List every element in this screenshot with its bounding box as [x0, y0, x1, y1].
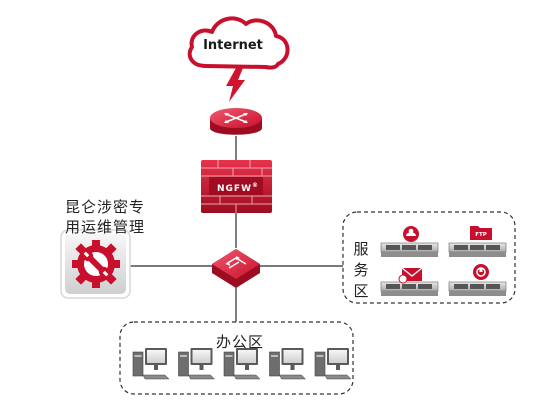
router-icon: [210, 108, 262, 135]
cloud-icon: [187, 16, 290, 70]
server-icon: [380, 267, 439, 296]
pc-group: [132, 348, 352, 380]
service-zone-title-char: 务: [353, 261, 369, 279]
firewall-mark: ®: [252, 182, 259, 189]
server-icon: [448, 226, 507, 257]
firewall-label: NGFW®: [214, 182, 262, 194]
firewall-label-text: NGFW: [217, 184, 252, 194]
service-zone-title-char: 服: [353, 240, 369, 258]
lightning-icon: [226, 68, 245, 102]
pc-icon: [178, 348, 216, 380]
server-icon: [380, 226, 439, 257]
office-zone-title: 办公区: [215, 333, 264, 351]
management-label-line2: 用运维管理: [64, 218, 145, 236]
pc-icon: [223, 348, 261, 380]
server-icon: [448, 264, 507, 296]
pc-icon: [132, 348, 170, 380]
pc-icon: [314, 348, 352, 380]
switch-icon: [212, 249, 260, 288]
service-zone-border: [342, 211, 516, 304]
connection-lines: [130, 136, 343, 322]
pc-icon: [269, 348, 307, 380]
office-zone-border: [119, 321, 354, 395]
gear-wrench-icon: [60, 229, 131, 299]
firewall-icon: [201, 160, 272, 213]
internet-label: Internet: [203, 38, 263, 53]
management-label-line1: 昆仑涉密专: [64, 198, 145, 216]
service-zone-title-char: 区: [353, 282, 369, 300]
